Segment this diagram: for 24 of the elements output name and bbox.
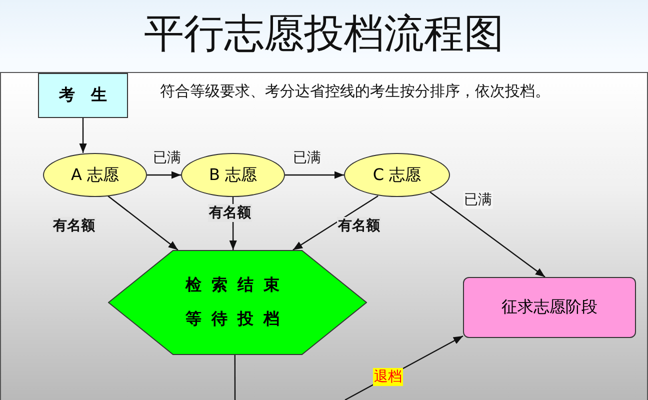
node-label: C 志愿 — [372, 164, 422, 186]
edge-label: 有名额 — [52, 217, 96, 235]
edge-label: 已满 — [292, 149, 322, 167]
edge-label: 有名额 — [337, 217, 381, 235]
process-box — [38, 73, 128, 118]
arrow — [79, 118, 87, 153]
edge-label: 已满 — [152, 149, 182, 167]
arrow — [292, 195, 378, 250]
note-text: 符合等级要求、考分达省控线的考生按分排序，依次投档。 — [160, 81, 551, 102]
edge-label: 退档 — [373, 368, 403, 386]
node-label: 检索结束等待投档 — [184, 275, 290, 330]
hexagon-shape — [108, 250, 367, 355]
arrow — [108, 196, 178, 250]
stage-box — [463, 277, 636, 338]
arrow — [285, 171, 344, 179]
arrow — [430, 192, 546, 278]
title: 平行志愿投档流程图 — [143, 10, 505, 58]
edge-label: 已满 — [463, 191, 493, 209]
node-label: 考 生 — [59, 85, 107, 106]
node-label: B 志愿 — [208, 164, 258, 186]
edge-label: 有名额 — [208, 204, 252, 222]
arrow — [147, 171, 181, 179]
node-label: A 志愿 — [70, 164, 120, 186]
node-label: 征求志愿阶段 — [502, 297, 598, 318]
